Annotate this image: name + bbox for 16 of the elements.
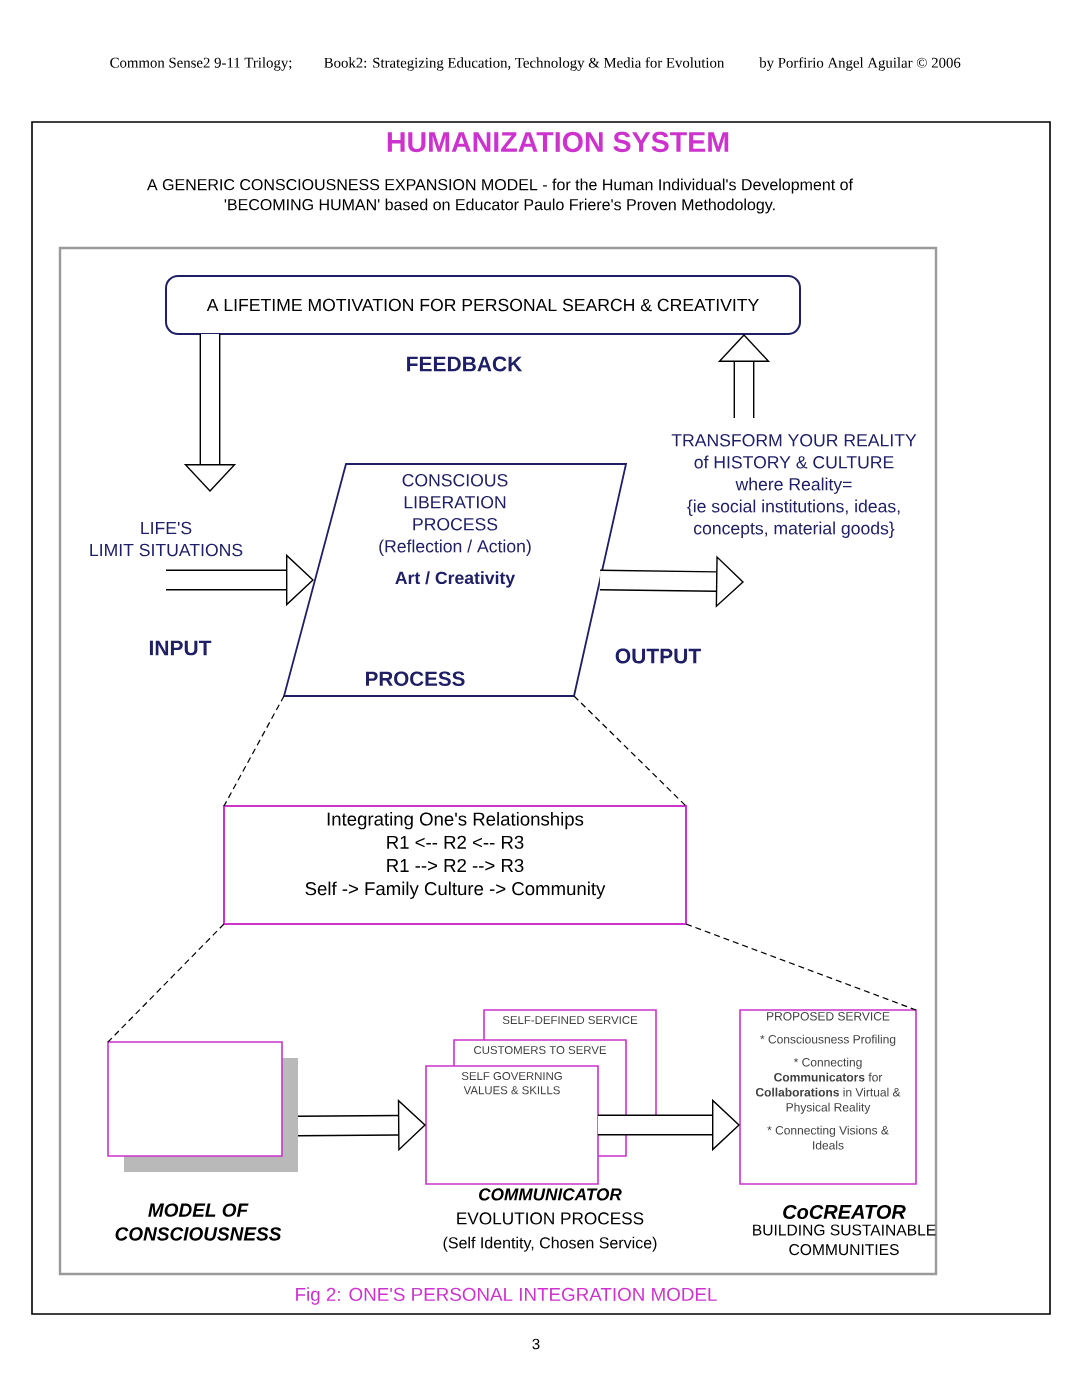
zoom-line [223, 695, 285, 807]
output-text: TRANSFORM YOUR REALITY of HISTORY & CULTURE where Reality= {ie social institutions, ideas, concepts, material goods} [671, 434, 917, 538]
input-label: INPUT [149, 640, 212, 656]
caption: Fig 2: ONE'S PERSONAL INTEGRATION MODEL [296, 1287, 717, 1305]
input-text: LIFE'S LIMIT SITUATIONS [90, 521, 243, 557]
rounded-box: A LIFETIME MOTIVATION FOR PERSONAL SEARCH & CREATIVITY [165, 275, 801, 335]
title: HUMANIZATION SYSTEM [387, 131, 729, 153]
box-caption: MODEL OF CONSCIOUSNESS [115, 1203, 282, 1241]
output-label: OUTPUT [615, 648, 701, 664]
zoom-line [107, 923, 225, 1043]
subtitle: A GENERIC CONSCIOUSNESS EXPANSION MODEL - for the Human Individual's Development of 'BECOMING HUMAN' based on Educator Paulo Friere's Proven Methodology. [147, 178, 853, 214]
zoom-line [685, 923, 917, 1011]
stack-caption: COMMUNICATOR EVOLUTION PROCESS (Self Identity, Chosen Service) [443, 1188, 657, 1252]
feedback-label: FEEDBACK [407, 356, 523, 372]
relationships-box: Integrating One's Relationships R1 <-- R2 <-- R3 R1 --> R2 --> R3 Self -> Family Culture -> Community [223, 805, 687, 925]
zoom-line [573, 695, 687, 807]
